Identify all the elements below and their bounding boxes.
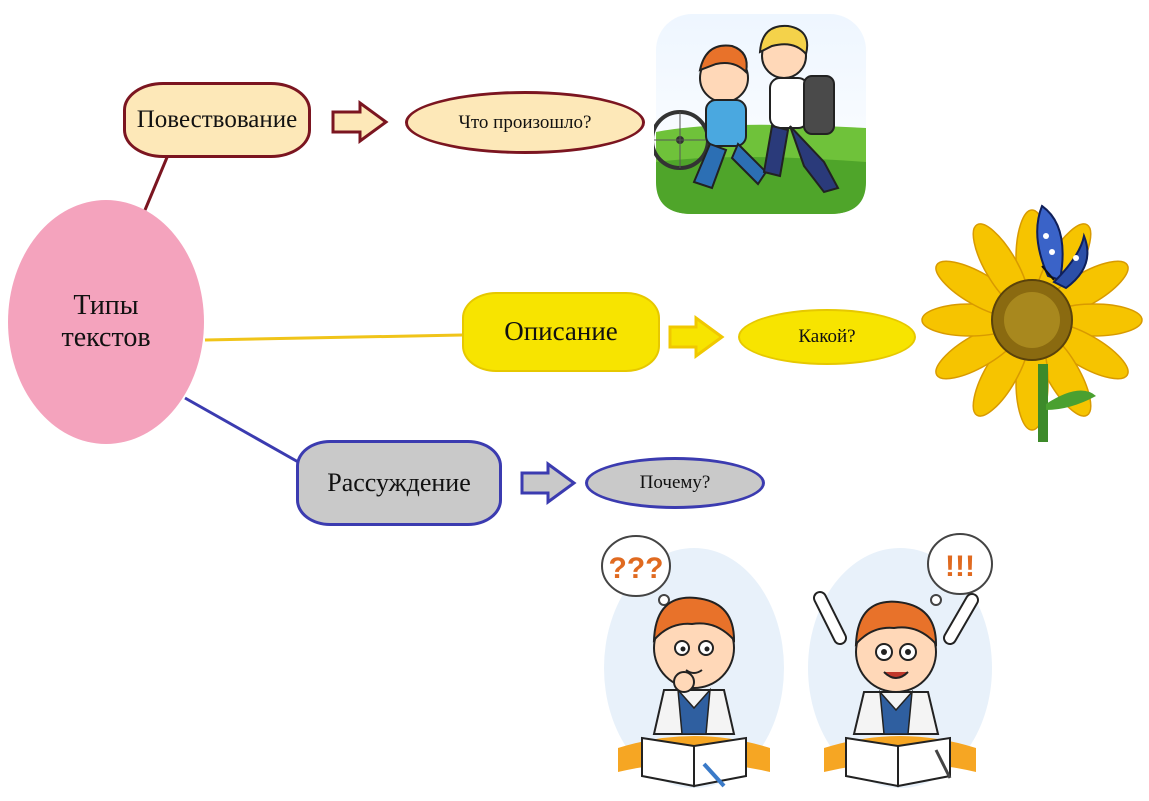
question-opisanie-label: Какой? <box>798 326 856 348</box>
question-bubble-text: ??? <box>609 552 664 585</box>
center-node-label: Типы текстов <box>8 200 204 444</box>
connector-opisanie <box>204 333 463 342</box>
connector-rassuzhdenie <box>184 396 301 465</box>
question-rassuzhdenie-label: Почему? <box>639 472 711 494</box>
arrow-rassuzhdenie <box>520 461 577 505</box>
butterfly-icon <box>1036 204 1089 290</box>
center-node <box>8 200 204 444</box>
node-povestvovanie <box>123 82 311 158</box>
question-rassuzhdenie <box>585 457 765 509</box>
sunflower-with-butterfly-illustration <box>921 204 1143 442</box>
question-opisanie <box>738 309 916 365</box>
center-line-1: Типы <box>73 289 139 321</box>
node-rassuzhdenie <box>296 440 502 526</box>
thinking-boy-illustration: ??? <box>601 535 784 788</box>
exclamation-bubble-icon: !!! <box>927 533 993 606</box>
question-bubble-icon: ??? <box>601 535 671 606</box>
arrow-opisanie <box>668 315 725 359</box>
children-helping-illustration <box>654 14 866 214</box>
node-opisanie-label: Описание <box>504 316 618 347</box>
question-povestvovanie-label: Что произошло? <box>458 111 592 133</box>
arrow-povestvovanie <box>331 100 389 144</box>
excited-boy-illustration: !!! <box>808 533 993 788</box>
node-opisanie <box>462 292 660 372</box>
center-line-2: текстов <box>61 322 151 353</box>
node-povestvovanie-label: Повествование <box>136 105 298 133</box>
connector-povestvovanie <box>143 154 170 211</box>
question-povestvovanie <box>405 91 645 154</box>
node-rassuzhdenie-label: Рассуждение <box>327 468 471 498</box>
exclamation-bubble-text: !!! <box>945 550 975 583</box>
